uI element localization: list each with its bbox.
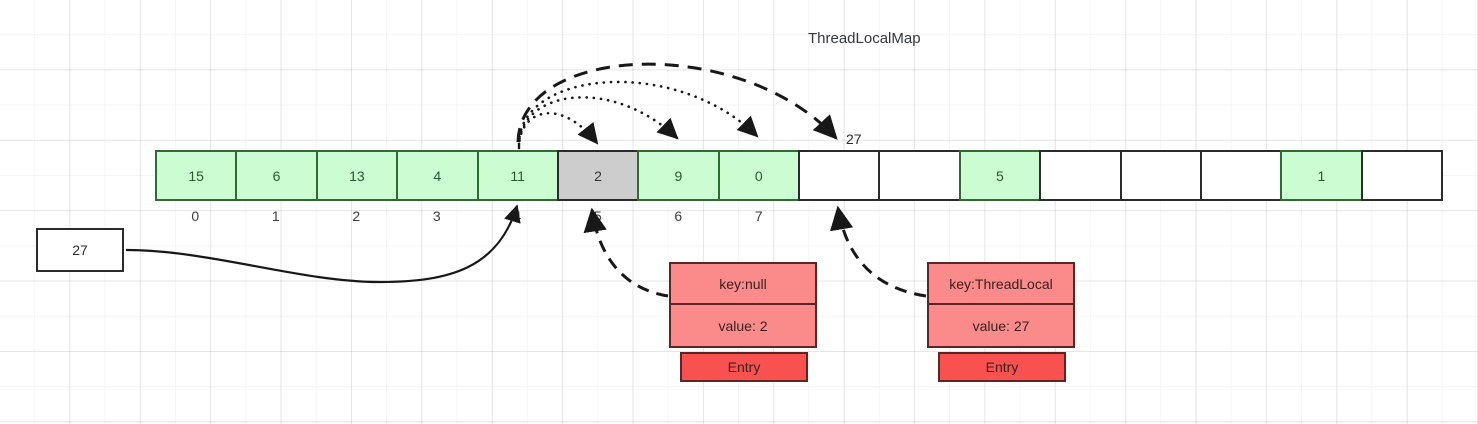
index-label-2: 2 xyxy=(352,208,361,224)
insert-arc-slot4-to-slot8 xyxy=(516,62,838,143)
probe-arc-slot4-to-slot5 xyxy=(517,112,599,150)
array-cell-7[interactable]: 0 xyxy=(717,150,800,201)
array-index-labels: 0 1 2 3 4 5 6 7 xyxy=(155,208,1443,228)
index-label-6: 6 xyxy=(674,208,683,224)
array-cell-6[interactable]: 9 xyxy=(637,150,720,201)
source-value-box[interactable]: 27 xyxy=(36,228,124,272)
entry-box-stale[interactable]: key:null value: 2 Entry xyxy=(669,262,817,382)
array-cell-8[interactable] xyxy=(798,150,881,201)
array-cell-3[interactable]: 4 xyxy=(396,150,479,201)
probe-arc-slot4-to-slot7 xyxy=(517,80,759,146)
array-cell-13[interactable] xyxy=(1199,150,1283,201)
inserted-value-label: 27 xyxy=(846,131,862,147)
probe-arc-slot4-to-slot6 xyxy=(517,96,679,148)
array-cell-10[interactable]: 5 xyxy=(958,150,1042,201)
array-cell-14[interactable]: 1 xyxy=(1280,150,1363,201)
entry-type-tab: Entry xyxy=(680,352,808,382)
array-cell-0[interactable]: 15 xyxy=(155,150,238,201)
entry-key-row: key:ThreadLocal xyxy=(927,262,1075,305)
entry-box-new[interactable]: key:ThreadLocal value: 27 Entry xyxy=(927,262,1075,382)
index-label-1: 1 xyxy=(271,208,280,224)
array-cell-4[interactable]: 11 xyxy=(476,150,559,201)
entry-key-row: key:null xyxy=(669,262,817,305)
entry-type-tab: Entry xyxy=(938,352,1066,382)
array-cell-9[interactable] xyxy=(878,150,961,201)
array-cell-1[interactable]: 6 xyxy=(235,150,318,201)
diagram-title: ThreadLocalMap xyxy=(808,30,921,47)
array-cell-11[interactable] xyxy=(1039,150,1122,201)
index-label-5: 5 xyxy=(593,208,602,224)
array-cell-12[interactable] xyxy=(1119,150,1202,201)
entry-value-row: value: 2 xyxy=(669,305,817,348)
array-cell-5[interactable]: 2 xyxy=(556,150,640,201)
index-label-4: 4 xyxy=(513,208,522,224)
index-label-0: 0 xyxy=(191,208,200,224)
index-label-7: 7 xyxy=(754,208,763,224)
array-cell-2[interactable]: 13 xyxy=(315,150,399,201)
index-label-3: 3 xyxy=(432,208,441,224)
entry-value-row: value: 27 xyxy=(927,305,1075,348)
hash-array: 15 6 13 4 11 2 9 0 5 1 xyxy=(155,150,1443,201)
array-cell-15[interactable] xyxy=(1360,150,1443,201)
